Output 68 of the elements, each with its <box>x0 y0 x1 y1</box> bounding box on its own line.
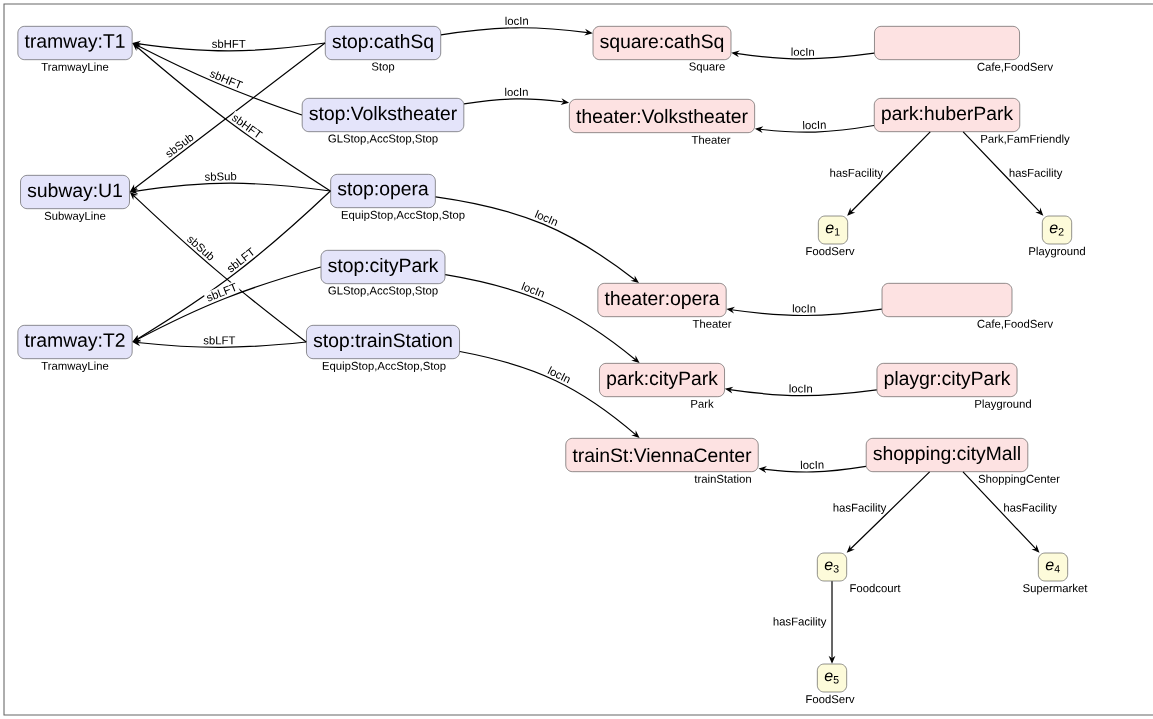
edge-label: locIn <box>803 121 826 130</box>
entity-box: subway:U1 <box>20 175 130 209</box>
entity-box: shopping:cityMall <box>865 438 1029 472</box>
entity-box <box>881 283 1013 317</box>
type-label: SubwayLine <box>44 211 106 223</box>
type-label: Park,FamFriendly <box>981 134 1070 146</box>
edge-label: hasFacility <box>1009 168 1063 180</box>
type-label: GLStop,AccStop,Stop <box>328 286 438 297</box>
edge-label: locIn <box>791 47 814 56</box>
edge-label: hasFacility <box>773 617 827 628</box>
edge-label: sbHFT <box>209 71 244 89</box>
edge-label: locIn <box>505 16 528 25</box>
entity-box: theater:Volkstheater <box>569 99 755 133</box>
edge-label: sbLFT <box>207 282 236 302</box>
facility-box: e$_{2}$ <box>1042 215 1072 245</box>
edge-label: locIn <box>547 366 570 384</box>
type-label: EquipStop,AccStop,Stop <box>341 210 465 222</box>
entity-box: trainSt:ViennaCenter <box>565 438 759 472</box>
edge-label: sbHFT <box>212 39 246 48</box>
type-label: Theater <box>692 319 732 328</box>
entity-box: stop:cathSq <box>325 26 441 60</box>
entity-box <box>874 26 1020 60</box>
type-label: FoodServ <box>806 246 855 256</box>
entity-box: stop:opera <box>330 174 436 208</box>
type-label: Cafe,FoodServ <box>977 62 1054 73</box>
entity-box: theater:opera <box>597 283 727 317</box>
edge-label: locIn <box>521 281 544 298</box>
type-label: Park <box>691 399 714 408</box>
facility-box: e$_{4}$ <box>1038 552 1068 582</box>
entity-box: tramway:T2 <box>17 325 133 359</box>
entity-box: tramway:T1 <box>17 26 133 60</box>
edge-label: locIn <box>792 304 816 313</box>
edge-label: locIn <box>800 460 824 470</box>
type-label: Supermarket <box>1023 583 1088 595</box>
entity-box: playgr:cityPark <box>876 363 1018 397</box>
edge-label: hasFacility <box>833 503 887 514</box>
type-label: Theater <box>691 135 731 144</box>
type-label: EquipStop,AccStop,Stop <box>322 361 446 373</box>
edge-label: locIn <box>505 87 528 97</box>
type-label: Square <box>689 62 725 73</box>
facility-box: e$_{1}$ <box>818 215 848 245</box>
entity-box: stop:cityPark <box>320 250 446 284</box>
type-label: trainStation <box>694 474 751 483</box>
type-label: ShoppingCenter <box>978 474 1060 486</box>
edge-label: sbSub <box>204 171 237 181</box>
entity-box: park:huberPark <box>874 98 1021 132</box>
entity-box: square:cathSq <box>592 26 732 60</box>
type-label: Cafe,FoodServ <box>977 319 1054 330</box>
entity-box: stop:Volkstheater <box>301 98 465 132</box>
type-label: Foodcourt <box>850 583 901 593</box>
type-label: TramwayLine <box>41 361 109 373</box>
edge-label: locIn <box>534 209 558 227</box>
entity-box: stop:trainStation <box>306 325 460 359</box>
type-label: GLStop,AccStop,Stop <box>328 134 438 145</box>
entity-box: park:cityPark <box>599 363 725 397</box>
edge-label: sbLFT <box>203 336 236 345</box>
type-label: Playground <box>1029 246 1085 258</box>
edge-label: hasFacility <box>830 168 884 180</box>
type-label: Playground <box>975 399 1031 411</box>
facility-box: e$_{3}$ <box>817 552 847 582</box>
type-label: FoodServ <box>806 694 855 704</box>
arrow <box>962 471 1040 553</box>
facility-box: e$_{5}$ <box>817 663 847 693</box>
edge-label: locIn <box>789 384 812 393</box>
arrow <box>847 131 931 216</box>
type-label: TramwayLine <box>41 62 109 74</box>
edge-label: hasFacility <box>1004 503 1057 514</box>
type-label: Stop <box>371 62 395 73</box>
